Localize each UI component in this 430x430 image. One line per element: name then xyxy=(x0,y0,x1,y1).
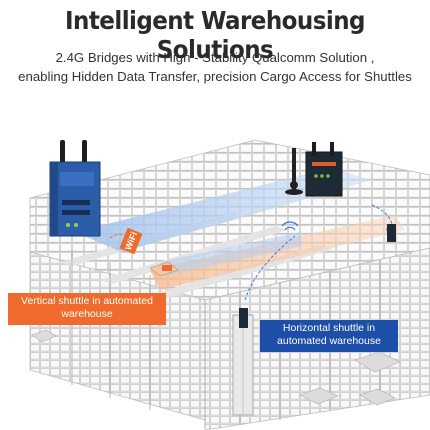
subtitle: 2.4G Bridges with High - Stability Qualc… xyxy=(0,48,430,86)
desktop-router-icon xyxy=(285,142,343,197)
horizontal-shuttle-line-2: automated warehouse xyxy=(277,335,381,347)
page-title: Intelligent Warehousing Solutions xyxy=(65,6,365,64)
vertical-shuttle-line-2: warehouse xyxy=(61,308,113,320)
vertical-shuttle-callout: Vertical shuttle in automated warehouse xyxy=(8,293,166,325)
wifi-signal-icon xyxy=(281,221,299,231)
shuttle-device-icon xyxy=(149,224,396,328)
din-rail-router-icon xyxy=(49,140,101,237)
subtitle-line-2: enabling Hidden Data Transfer, precision… xyxy=(18,69,412,84)
horizontal-shuttle-callout: Horizontal shuttle in automated warehous… xyxy=(260,320,398,352)
subtitle-line-1: 2.4G Bridges with High - Stability Qualc… xyxy=(55,50,375,65)
vertical-shuttle-line-1: Vertical shuttle in automated xyxy=(21,295,153,307)
horizontal-shuttle-line-1: Horizontal shuttle in xyxy=(282,322,376,334)
